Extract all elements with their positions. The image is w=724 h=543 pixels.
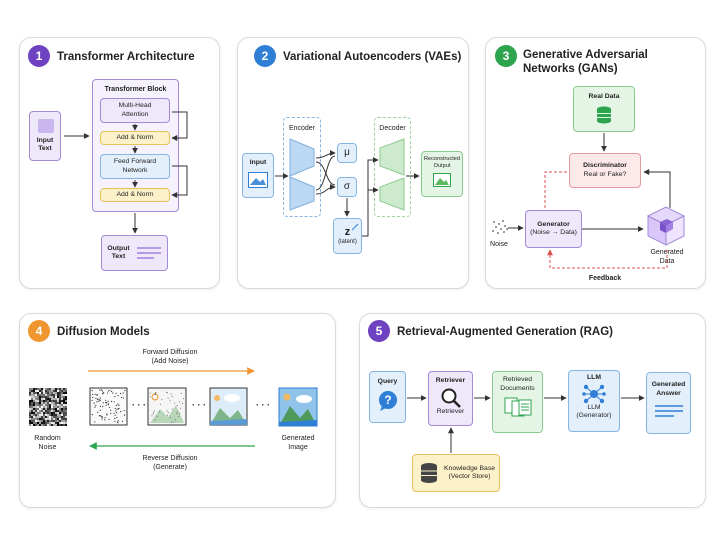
documents-icon [504, 397, 531, 417]
text-doc-icon [38, 119, 54, 133]
mha-box: Multi-Head Attention [100, 98, 170, 123]
encoder-label: Encoder [288, 125, 316, 132]
generated-image-label: Generated Image [281, 435, 315, 451]
knowledge-base-label: Knowledge Base (Vector Store) [444, 464, 496, 481]
addnorm1-box: Add & Norm [100, 131, 170, 145]
retrieved-docs-label: Retrieved Documents [500, 376, 535, 392]
llm-title: LLM [587, 374, 601, 381]
text-lines-icon [136, 245, 162, 261]
real-data-label: Real Data [588, 93, 620, 100]
vae-title: Variational Autoencoders (VAEs) [283, 51, 462, 63]
dots-2: · · · [192, 400, 206, 410]
discriminator-box: Discriminator Real or Fake? [569, 153, 641, 188]
panel-number-4: 4 [28, 320, 50, 342]
answer-box: Generated Answer [646, 372, 691, 434]
image-icon [248, 171, 268, 188]
z-label: z [344, 225, 351, 238]
panel-number-3: 3 [495, 45, 517, 67]
question-bubble-icon: ? [378, 390, 397, 411]
retriever-label: Retriever [436, 407, 465, 415]
svg-text:?: ? [384, 393, 391, 407]
sigma-box: σ [337, 177, 357, 197]
discriminator-sub: Real or Fake? [583, 170, 627, 178]
panel-number-1: 1 [28, 45, 50, 67]
panel-number-5: 5 [368, 320, 390, 342]
dots-1: · · · [132, 400, 146, 410]
gan-title: Generative Adversarial Networks (GANs) [523, 49, 648, 75]
forward-diffusion-label: Forward Diffusion (Add Noise) [142, 349, 198, 365]
sigma-label: σ [343, 180, 351, 192]
feedback-label: Feedback [588, 275, 622, 282]
generator-box: Generator (Noise → Data) [525, 210, 582, 248]
mha-label: Multi-Head Attention [118, 102, 152, 118]
transformer-output-label: Output Text [107, 244, 130, 261]
query-label: Query [377, 378, 398, 385]
llm-label: LLM (Generator) [576, 403, 612, 420]
ffn-box: Feed Forward Network [100, 154, 170, 179]
image-icon-output [433, 173, 451, 187]
database-icon [597, 106, 611, 123]
ffn-label: Feed Forward Network [113, 158, 157, 174]
vae-input-label: Input [249, 159, 267, 166]
query-box: Query ? [369, 371, 406, 423]
vae-output-label: Reconstructed Output [423, 156, 461, 169]
database-icon-kb [421, 463, 437, 483]
mu-box: μ [337, 143, 357, 163]
mu-label: μ [344, 146, 350, 158]
transformer-input-box: Input Text [29, 111, 61, 161]
panel-number-2: 2 [254, 45, 276, 67]
transformer-input-label: Input Text [36, 136, 54, 153]
dots-3: · · · [256, 400, 270, 410]
magnifier-icon [441, 388, 461, 408]
vae-output-box: Reconstructed Output [421, 151, 463, 197]
generated-data-label: Generated Data [650, 249, 684, 265]
reverse-diffusion-label: Reverse Diffusion (Generate) [142, 455, 198, 471]
rag-title: Retrieval-Augmented Generation (RAG) [397, 326, 613, 338]
addnorm2-box: Add & Norm [100, 188, 170, 202]
retriever-title: Retriever [435, 377, 466, 384]
transformer-title: Transformer Architecture [57, 51, 195, 63]
generator-sub: (Noise → Data) [530, 229, 577, 236]
generator-label: Generator [537, 220, 570, 228]
text-lines-icon-answer [654, 405, 683, 417]
neural-network-icon [582, 384, 606, 403]
random-noise-label: Random Noise [34, 435, 61, 451]
noise-label: Noise [490, 241, 508, 248]
llm-box: LLM LLM (Generator) [568, 370, 620, 432]
vae-input-box: Input [242, 153, 274, 198]
panel-diffusion [19, 313, 336, 508]
addnorm2-label: Add & Norm [116, 190, 154, 198]
retrieved-docs-box: Retrieved Documents [492, 371, 543, 433]
knowledge-base-box: Knowledge Base (Vector Store) [412, 454, 500, 492]
decoder-label: Decoder [379, 125, 406, 132]
latent-label: (latent) [338, 238, 357, 245]
transformer-block-title: Transformer Block [104, 86, 167, 93]
transformer-output-box: Output Text [101, 235, 168, 271]
retriever-box: Retriever Retriever [428, 371, 473, 426]
diffusion-title: Diffusion Models [57, 326, 150, 338]
answer-label: Generated Answer [651, 381, 686, 397]
discriminator-label: Discriminator [583, 162, 627, 169]
z-latent-box: z (latent) [333, 218, 362, 254]
addnorm1-label: Add & Norm [116, 133, 154, 141]
real-data-box: Real Data [573, 86, 635, 132]
